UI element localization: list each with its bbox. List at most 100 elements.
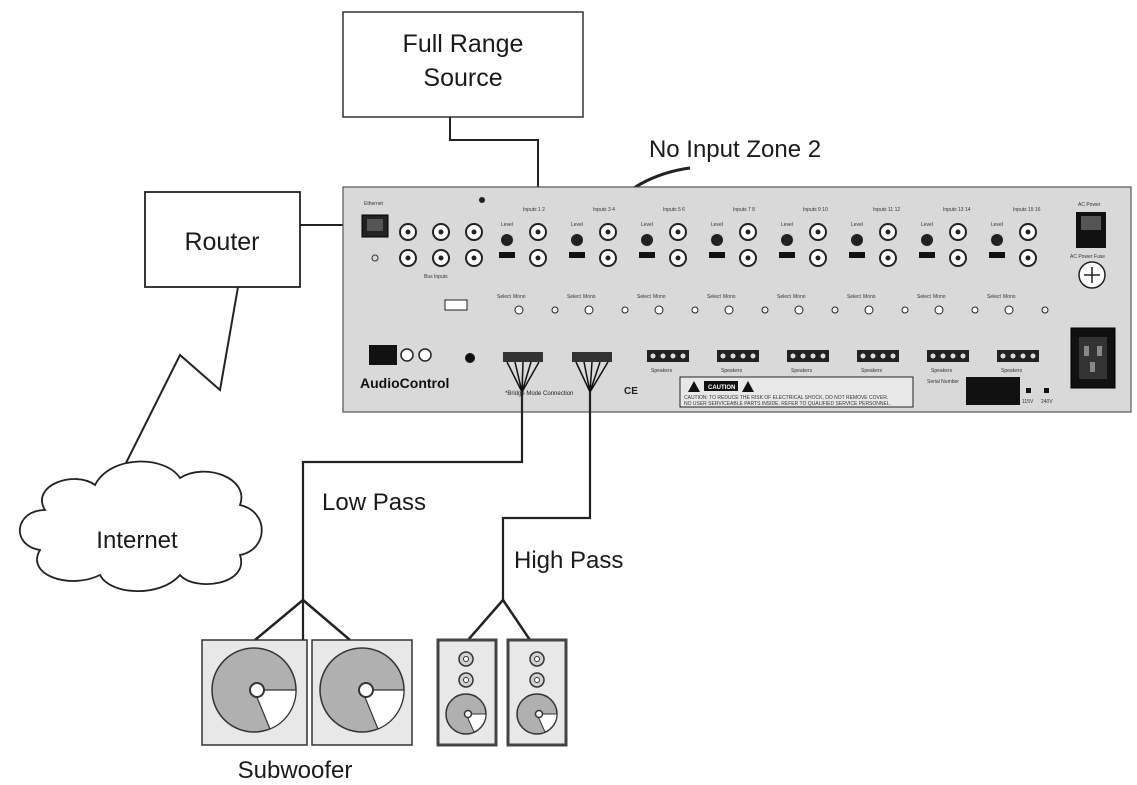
terminal-screw [680, 353, 686, 359]
speakers-label: Speakers [721, 368, 743, 374]
terminal-screw [890, 353, 896, 359]
level-knob [571, 234, 583, 246]
caution-box: CAUTION CAUTION: TO REDUCE THE RISK OF E… [679, 376, 914, 408]
select-switch [864, 305, 874, 315]
bus-inputs: Bus Inputs [399, 197, 485, 280]
input-label: Inputs 15 16 [1013, 207, 1041, 213]
rca-jack-center [955, 255, 961, 261]
level-knob [641, 234, 653, 246]
mono-label: Mono [653, 294, 666, 300]
trigger-connectors [369, 299, 475, 365]
serial-number-label: Serial Number [927, 379, 959, 385]
mono-label: Mono [933, 294, 946, 300]
input-label: Inputs 9 10 [803, 207, 828, 213]
source-cable [449, 117, 539, 225]
mono-label: Mono [793, 294, 806, 300]
speaker-right [506, 638, 568, 747]
rca-jack-center [605, 255, 611, 261]
terminal-screw [960, 353, 966, 359]
svg-text:240V: 240V [1041, 399, 1053, 405]
input-switch [919, 252, 935, 258]
terminal-screw [750, 353, 756, 359]
internet-link [114, 286, 239, 486]
speakers-label: Speakers [931, 368, 953, 374]
indicator-led [901, 306, 909, 314]
input-label: Inputs 11 12 [873, 207, 900, 213]
high-pass-cable [501, 392, 592, 600]
terminal-screw [1030, 353, 1036, 359]
input-switch [709, 252, 725, 258]
level-label: Level [851, 222, 863, 228]
mono-label: Mono [723, 294, 736, 300]
select-label: Select [987, 294, 1002, 300]
level-knob [781, 234, 793, 246]
level-label: Level [641, 222, 653, 228]
input-switch [639, 252, 655, 258]
terminal-screw [940, 353, 946, 359]
level-label: Level [991, 222, 1003, 228]
mono-label: Mono [863, 294, 876, 300]
terminal-screw [740, 353, 746, 359]
no-input-zone-label: No Input Zone 2 [649, 136, 821, 163]
rca-jack-center [675, 229, 681, 235]
svg-text:Ethernet: Ethernet [364, 201, 384, 207]
level-knob [501, 234, 513, 246]
svg-text:CAUTION: CAUTION [708, 385, 735, 391]
rca-jack-center [535, 255, 541, 261]
select-switch [724, 305, 734, 315]
serial-number-plate [966, 377, 1020, 405]
svg-text:115V: 115V [1022, 399, 1034, 405]
speaker-terminal [787, 350, 829, 362]
select-label: Select [567, 294, 582, 300]
level-knob [851, 234, 863, 246]
full-range-label-line1: Full Range [403, 30, 524, 58]
level-label: Level [921, 222, 933, 228]
speakers-label: Speakers [651, 368, 673, 374]
terminal-screw [930, 353, 936, 359]
indicator-led [971, 306, 979, 314]
select-switch [654, 305, 664, 315]
rca-jack-center [1025, 229, 1031, 235]
rca-jack-center [885, 255, 891, 261]
svg-text:AC Power: AC Power [1078, 202, 1101, 208]
terminal-screw [730, 353, 736, 359]
mono-label: Mono [1003, 294, 1016, 300]
level-knob [991, 234, 1003, 246]
speaker-split [467, 599, 532, 641]
input-label: Inputs 13 14 [943, 207, 971, 213]
rca-jack-center [745, 255, 751, 261]
rca-jack-center [1025, 255, 1031, 261]
level-knob [711, 234, 723, 246]
indicator-led [551, 306, 559, 314]
terminal-screw [670, 353, 676, 359]
terminal-screw [820, 353, 826, 359]
speaker-left [436, 638, 498, 747]
router-label: Router [184, 228, 259, 256]
terminal-screw [880, 353, 886, 359]
input-switch [989, 252, 1005, 258]
level-label: Level [781, 222, 793, 228]
level-label: Level [501, 222, 513, 228]
speaker-terminal [647, 350, 689, 362]
select-label: Select [847, 294, 862, 300]
input-switch [779, 252, 795, 258]
select-switch [584, 305, 594, 315]
terminal-screw [720, 353, 726, 359]
select-label: Select [637, 294, 652, 300]
indicator-led [831, 306, 839, 314]
level-label: Level [711, 222, 723, 228]
rca-jack-center [955, 229, 961, 235]
bridge-connectors [503, 352, 612, 393]
select-switch [794, 305, 804, 315]
terminal-screw [1010, 353, 1016, 359]
svg-text:NO USER SERVICEABLE PARTS INSI: NO USER SERVICEABLE PARTS INSIDE. REFER … [684, 401, 891, 407]
terminal-screw [810, 353, 816, 359]
level-label: Level [571, 222, 583, 228]
